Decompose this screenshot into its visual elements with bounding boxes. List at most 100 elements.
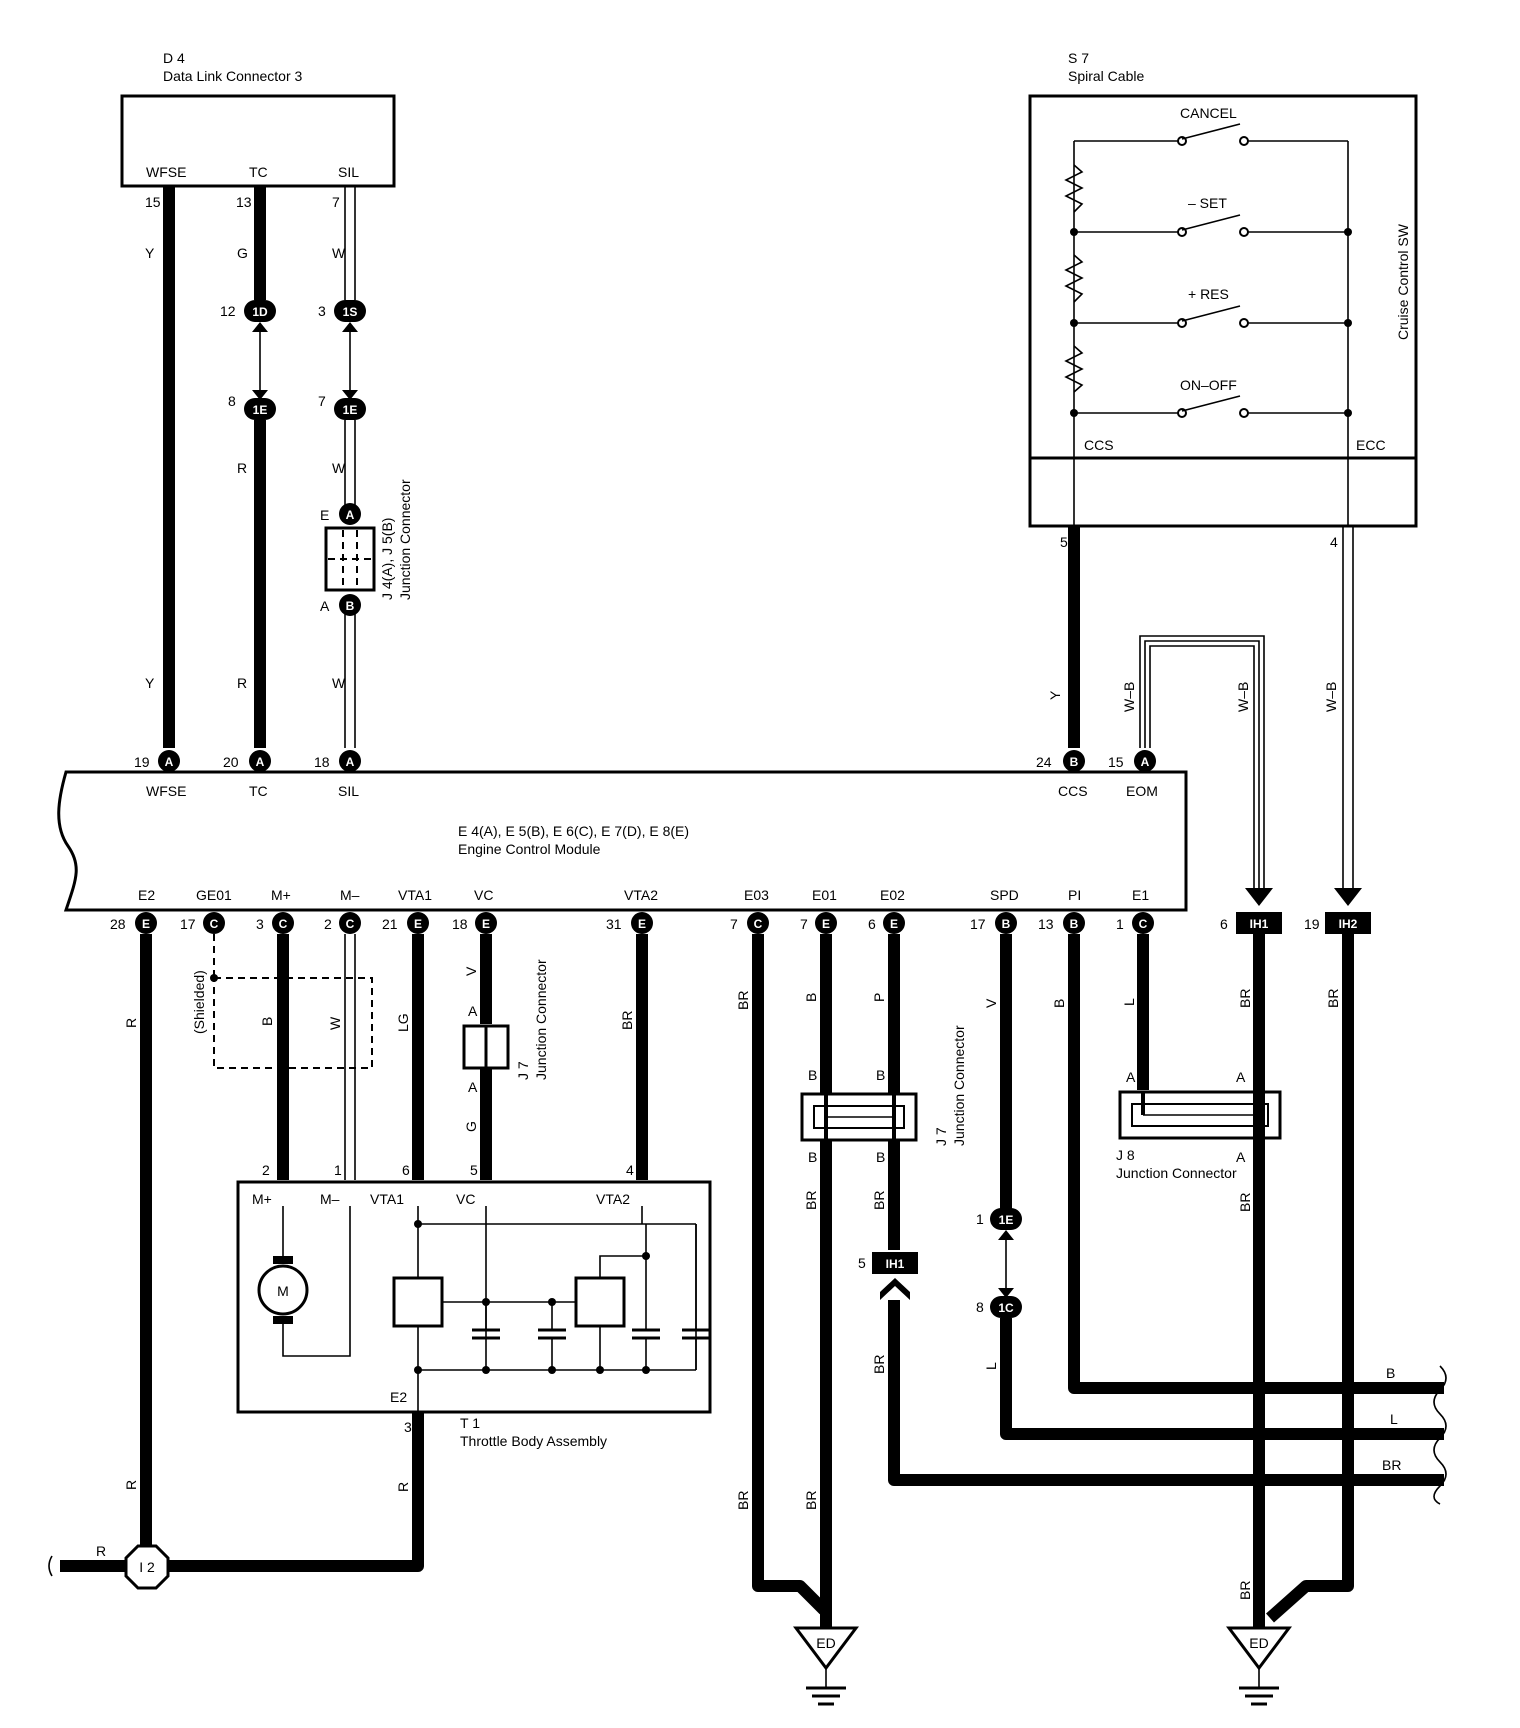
svg-text:IH2: IH2 (1339, 917, 1358, 931)
wire-sil: W W W (332, 187, 356, 748)
svg-text:BR: BR (735, 991, 751, 1010)
svg-text:A: A (1236, 1149, 1246, 1165)
tc-1e-label: 1E (253, 403, 268, 417)
wire-mminus: W (327, 934, 356, 1180)
svg-text:C: C (754, 917, 763, 931)
sil-1e-num: 7 (318, 393, 326, 409)
ecm-box (57, 770, 1188, 912)
svg-text:B: B (1002, 917, 1011, 931)
svg-text:18: 18 (452, 916, 468, 932)
svg-text:Junction Connector: Junction Connector (951, 1025, 967, 1146)
svg-text:V: V (983, 998, 999, 1008)
svg-text:20: 20 (223, 754, 239, 770)
wire-label-wb1: W–B (1121, 682, 1137, 712)
svg-text:BR: BR (803, 1491, 819, 1510)
svg-text:IH1: IH1 (886, 1257, 905, 1271)
svg-text:LG: LG (395, 1013, 411, 1032)
svg-text:L: L (1121, 998, 1137, 1006)
j7b-junction: B B B B J 7 Junction Connector (800, 1025, 967, 1165)
svg-text:VTA1: VTA1 (398, 887, 432, 903)
svg-text:B: B (1070, 917, 1079, 931)
svg-text:E01: E01 (812, 887, 837, 903)
wire-label-r1: R (237, 460, 247, 476)
tc-1d-connector (244, 300, 276, 322)
j4j5-pin-a: A (320, 598, 330, 614)
throttle-box (236, 1180, 712, 1414)
svg-text:E03: E03 (744, 887, 769, 903)
j4j5-junction: E A A B J 4(A), J 5(B) Junction Connecto… (320, 479, 413, 616)
svg-text:B: B (808, 1149, 817, 1165)
svg-text:VTA1: VTA1 (370, 1191, 404, 1207)
wire-ih2-down: BR (1266, 934, 1354, 1623)
svg-text:E02: E02 (880, 887, 905, 903)
svg-text:2: 2 (324, 916, 332, 932)
throttle-sensor-1 (392, 1276, 444, 1328)
switch-set-label: – SET (1188, 195, 1227, 211)
svg-text:J 7: J 7 (515, 1061, 531, 1080)
wire-label-r2: R (237, 675, 247, 691)
wire-e02: P BR (871, 934, 900, 1250)
sil-1s-connector (334, 300, 366, 322)
tc-1e-connector (244, 398, 276, 420)
throttle-name: Throttle Body Assembly (460, 1433, 607, 1449)
svg-text:SIL: SIL (338, 783, 359, 799)
ecm-top-pin-sil: 18 A SIL (314, 750, 361, 799)
ih1-mid-connector: 5 IH1 BR BR (858, 1252, 1444, 1486)
svg-text:GE01: GE01 (196, 887, 232, 903)
svg-text:19: 19 (1304, 916, 1320, 932)
wire-tc: G R R (237, 187, 266, 748)
svg-text:E: E (414, 917, 422, 931)
dlc-code: D 4 (163, 50, 185, 66)
svg-text:J 7: J 7 (933, 1127, 949, 1146)
svg-text:J 8: J 8 (1116, 1147, 1135, 1163)
ground-2-label: ED (1249, 1635, 1268, 1651)
j4j5-pin-e: E (320, 507, 329, 523)
svg-text:E: E (638, 917, 646, 931)
svg-text:BR: BR (1237, 1193, 1253, 1212)
wire-label-w2: W (332, 460, 346, 476)
svg-text:L: L (983, 1362, 999, 1370)
wire-vc: V G A A J 7 Junction Connector (462, 934, 549, 1180)
svg-text:B: B (808, 1067, 817, 1083)
tc-1e-num: 8 (228, 393, 236, 409)
dlc-pinnum-tc: 13 (236, 194, 252, 210)
svg-text:SPD: SPD (990, 887, 1019, 903)
sil-1e-connector (334, 398, 366, 420)
spiral-name: Spiral Cable (1068, 68, 1144, 84)
svg-text:C: C (1139, 917, 1148, 931)
throttle-body-component: 2 1 6 5 4 3 M+ M– VTA1 VC VTA2 E2 M (236, 1162, 712, 1449)
svg-text:CCS: CCS (1058, 783, 1088, 799)
dlc-box (120, 94, 396, 188)
svg-text:7: 7 (730, 916, 738, 932)
ecm-top-pin-eom: 15 A EOM (1108, 750, 1158, 799)
svg-text:A: A (468, 1079, 478, 1095)
svg-text:VC: VC (474, 887, 493, 903)
ground-2: ED (1226, 1626, 1292, 1706)
svg-text:A: A (346, 755, 355, 769)
sil-1s-label: 1S (343, 305, 358, 319)
svg-text:BR: BR (1325, 989, 1341, 1008)
svg-text:1E: 1E (999, 1213, 1014, 1227)
wire-label-wb2: W–B (1235, 682, 1251, 712)
dlc-pin-sil: SIL (338, 164, 359, 180)
svg-text:24: 24 (1036, 754, 1052, 770)
wire-ccs: Y (1047, 527, 1080, 748)
svg-text:7: 7 (800, 916, 808, 932)
shield-box: (Shielded) (191, 934, 373, 1069)
wire-label-y1: Y (145, 245, 155, 261)
svg-text:BR: BR (1382, 1457, 1401, 1473)
svg-text:1: 1 (334, 1162, 342, 1178)
wire-e03: BR BR (735, 934, 829, 1615)
wire-e01: B BR BR (803, 934, 832, 1628)
svg-text:A: A (468, 1003, 478, 1019)
svg-text:A: A (1126, 1069, 1136, 1085)
wire-label-w1: W (332, 245, 346, 261)
dlc-component: D 4 Data Link Connector 3 WFSE TC SIL 15… (120, 50, 396, 210)
svg-text:C: C (279, 917, 288, 931)
svg-text:8: 8 (976, 1299, 984, 1315)
svg-text:2: 2 (262, 1162, 270, 1178)
svg-text:A: A (1236, 1069, 1246, 1085)
svg-text:6: 6 (868, 916, 876, 932)
svg-text:Junction Connector: Junction Connector (533, 959, 549, 1080)
svg-text:A: A (1141, 755, 1150, 769)
